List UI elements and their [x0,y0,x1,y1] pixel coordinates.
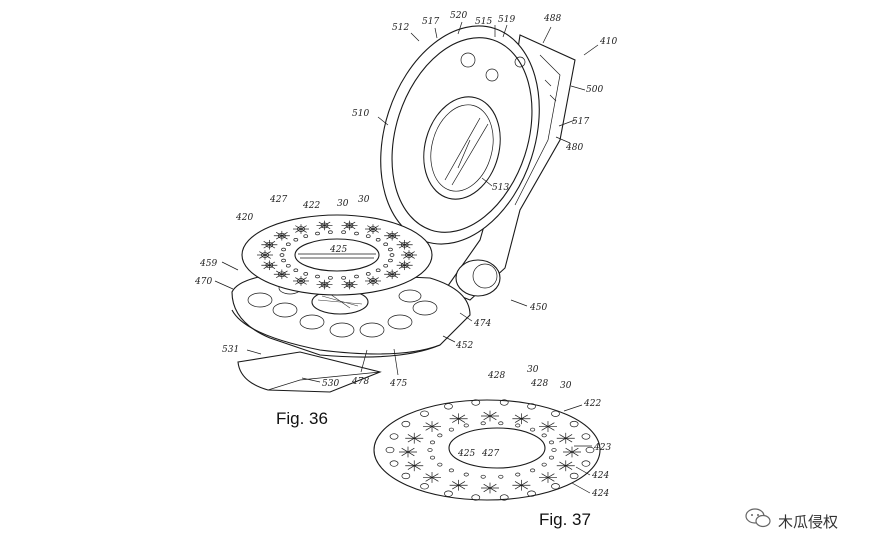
figure-caption-37: Fig. 37 [539,510,591,529]
ref-label: 422 [302,201,320,211]
fig37-labels: 428 30 428 30 422 425 427 423 424 424 [457,365,611,499]
ref-label: 424 [591,489,609,499]
ref-label: 428 [530,379,548,389]
ref-label: 519 [498,15,515,25]
watermark-text: 木瓜侵权 [778,513,838,531]
ref-label: 422 [583,399,601,409]
ref-label: 474 [473,319,491,329]
ref-label: 30 [527,365,539,375]
ref-label: 488 [543,14,561,24]
ref-label: 30 [337,199,349,209]
ref-label: 517 [572,117,589,127]
ref-label: 517 [422,17,439,27]
ref-label: 512 [392,23,409,33]
ref-label: 425 [457,449,475,459]
ref-label: 450 [529,303,547,313]
watermark: 木瓜侵权 [745,508,838,531]
ref-label: 30 [358,195,370,205]
fig36-drawing [231,25,576,393]
ref-label: 427 [269,195,287,205]
ref-label: 531 [222,345,239,355]
ref-label: 500 [586,85,603,95]
ref-label: 410 [599,37,617,47]
ref-label: 520 [450,11,467,21]
ref-label: 452 [455,341,473,351]
ref-label: 424 [591,471,609,481]
ref-label: 459 [199,259,217,269]
ref-label: 475 [389,379,407,389]
figure-caption-36: Fig. 36 [276,409,328,428]
ref-label: 423 [593,443,611,453]
leader-lines [214,21,599,494]
ref-label: 513 [492,183,509,193]
ref-label: 530 [322,379,339,389]
ref-label: 30 [560,381,572,391]
ref-label: 420 [235,213,253,223]
ref-label: 425 [329,245,347,255]
ref-label: 427 [481,449,499,459]
ref-label: 510 [352,109,369,119]
ref-label: 515 [475,17,492,27]
fig36-labels: 410 488 519 515 520 517 512 510 500 517 … [194,11,617,389]
ref-label: 428 [487,371,505,381]
ref-label: 470 [194,277,212,287]
ref-label: 478 [351,377,369,387]
wechat-icon [745,508,771,528]
fig37-drawing [373,399,601,501]
ref-label: 480 [565,143,583,153]
